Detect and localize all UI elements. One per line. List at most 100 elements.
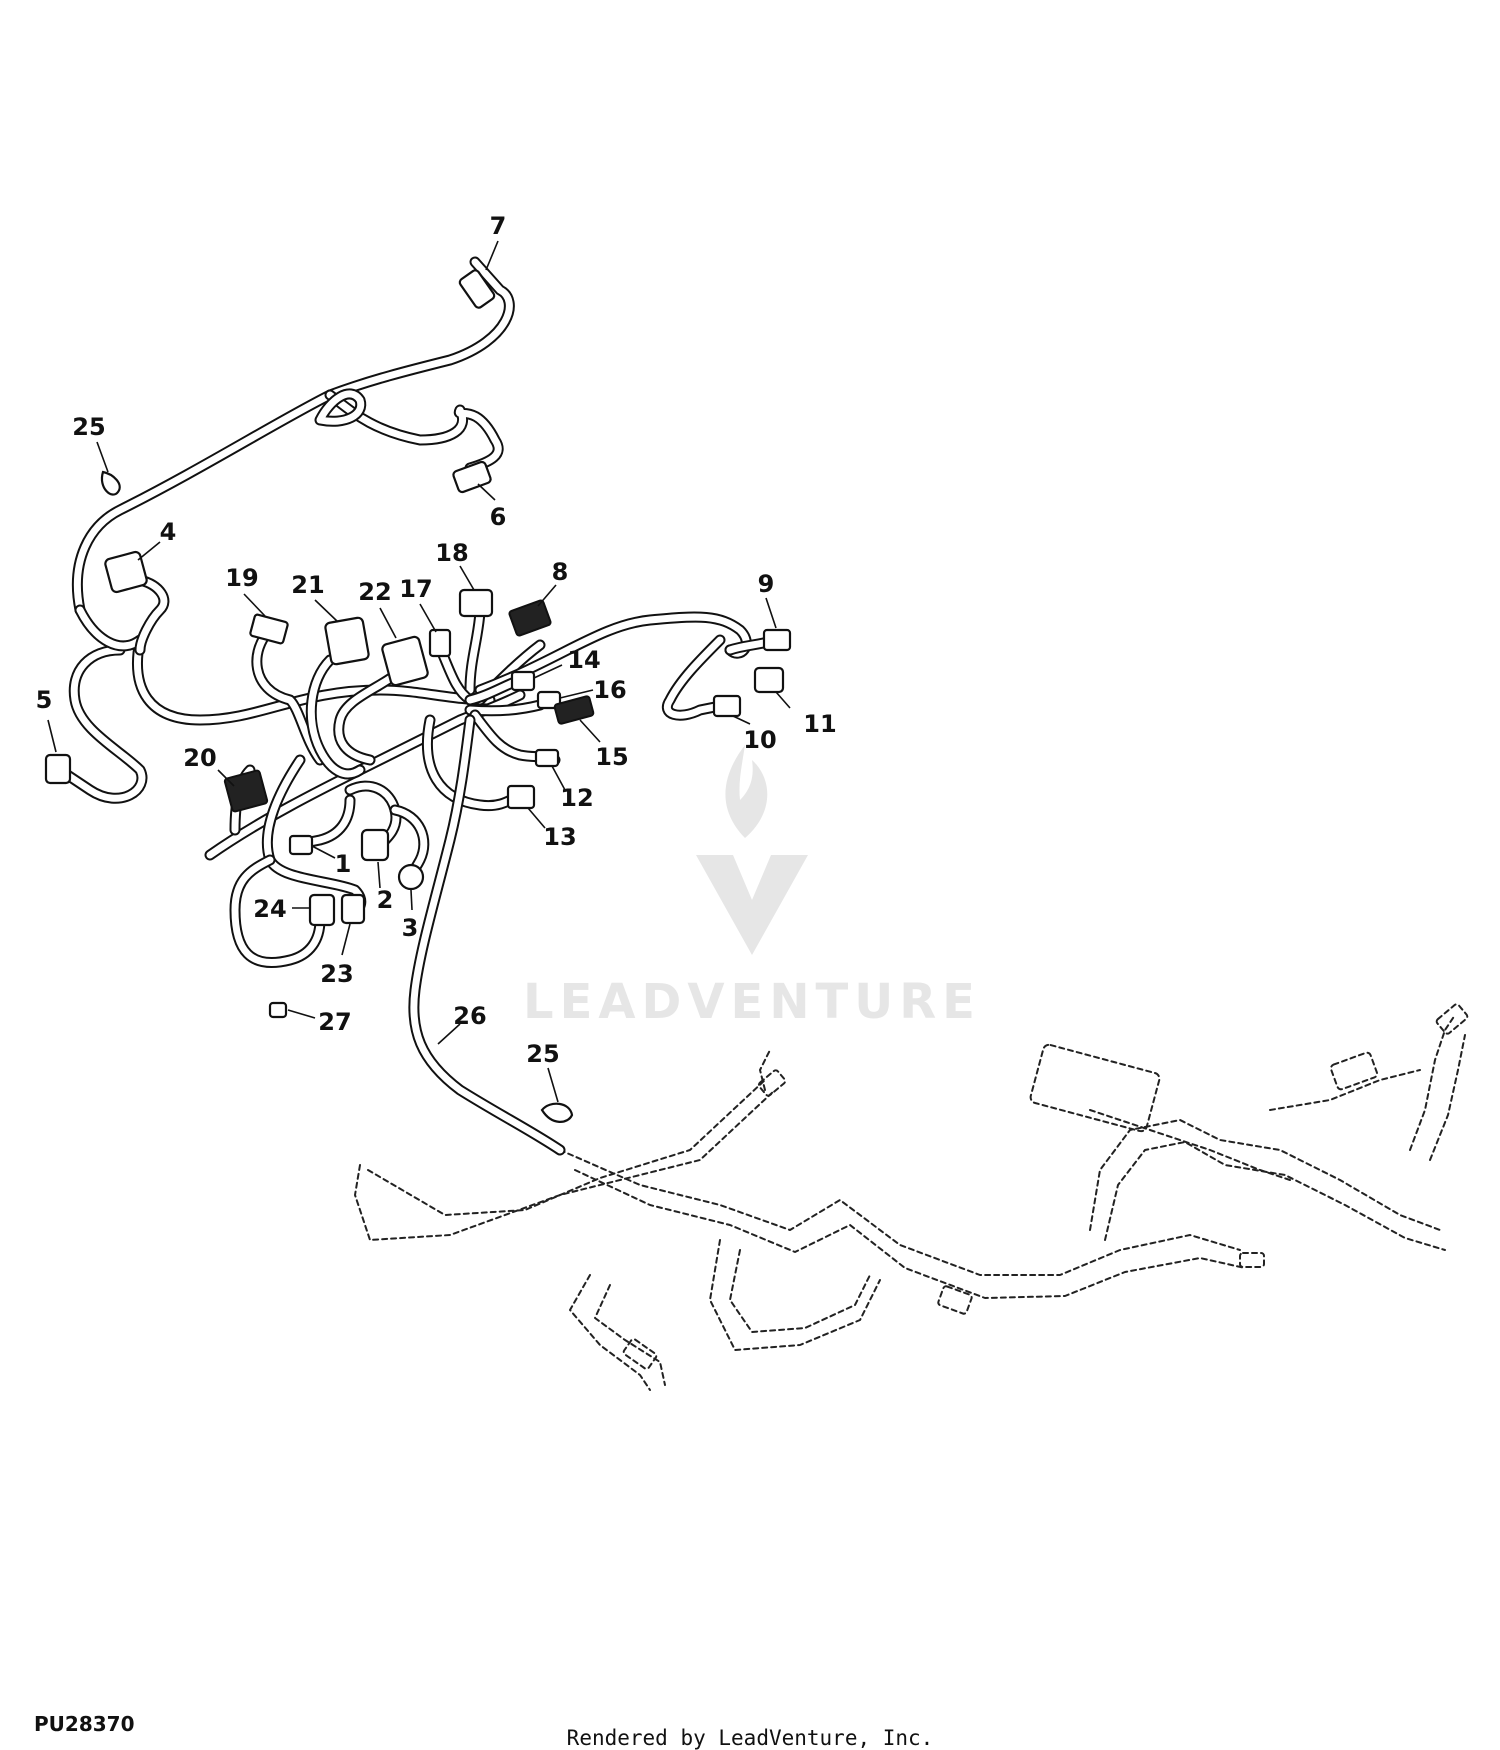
connector-7 [458, 269, 496, 309]
phantom-module-connector [1029, 1043, 1161, 1133]
connector-15 [553, 695, 595, 725]
connector-11 [753, 666, 785, 694]
leader-5 [47, 719, 57, 753]
leader-lines [47, 240, 791, 1103]
leader-6 [477, 483, 496, 501]
leader-21 [314, 599, 339, 623]
wire-branch-24-core [231, 856, 324, 967]
wire-branch-6-core [326, 391, 502, 472]
leader-4 [137, 541, 161, 561]
phantom-connector-d [937, 1285, 973, 1315]
leader-14 [533, 664, 563, 679]
connector-13 [506, 784, 536, 810]
connector-9 [762, 628, 792, 652]
connector-5 [44, 753, 72, 785]
callout-20: 20 [183, 744, 216, 772]
leader-19 [243, 593, 266, 617]
callout-2: 2 [377, 886, 394, 914]
wire-branch-10-core [664, 636, 729, 719]
callout-18: 18 [435, 539, 468, 567]
connector-1 [288, 834, 314, 856]
wire-branch-21-core [307, 656, 364, 778]
callout-25-upper: 25 [72, 413, 105, 441]
watermark-text: LEADVENTURE [523, 974, 981, 1030]
callout-21: 21 [291, 571, 324, 599]
wire-trunk-26-core [410, 716, 564, 1154]
connector-14 [510, 670, 536, 692]
callout-10: 10 [743, 726, 776, 754]
phantom-cable-lower [569, 1274, 651, 1391]
phantom-cable-main-2 [574, 1169, 1246, 1299]
callout-25-lower: 25 [526, 1040, 559, 1068]
phantom-cable-far-right [1269, 1069, 1421, 1111]
phantom-cable-branch [1089, 1109, 1291, 1181]
phantom-cable-drop [709, 1239, 881, 1351]
phantom-cable-lower-2 [594, 1284, 666, 1386]
callout-12: 12 [560, 784, 593, 812]
v-logo-icon [696, 855, 808, 955]
leader-3 [410, 889, 413, 911]
callout-16: 16 [593, 676, 626, 704]
leader-25a [96, 441, 109, 473]
wire-branch-22-core [335, 671, 399, 764]
connector-22 [381, 635, 429, 687]
connector-10 [712, 694, 742, 718]
callout-8: 8 [552, 558, 569, 586]
phantom-cable-upright [1409, 1014, 1456, 1151]
callout-4: 4 [160, 518, 177, 546]
leader-7 [485, 240, 499, 271]
leader-27 [287, 1009, 316, 1019]
leader-11 [775, 691, 791, 709]
callout-13: 13 [543, 823, 576, 851]
callout-9: 9 [758, 570, 775, 598]
connectors [44, 269, 792, 1123]
wire-left-trunk-core [76, 606, 494, 724]
leader-17 [419, 603, 437, 633]
callout-22: 22 [358, 578, 391, 606]
connector-19 [249, 613, 289, 645]
leader-10 [732, 715, 751, 725]
connector-17 [428, 628, 452, 658]
callout-6: 6 [490, 503, 507, 531]
callout-24: 24 [253, 895, 286, 923]
phantom-cable-top [759, 1049, 771, 1091]
callout-19: 19 [225, 564, 258, 592]
connector-24 [308, 893, 336, 927]
leader-22 [379, 607, 397, 639]
leader-18 [459, 565, 475, 591]
connector-21 [324, 616, 370, 666]
callout-15: 15 [595, 743, 628, 771]
callout-14: 14 [567, 646, 600, 674]
leader-8 [537, 584, 557, 607]
connector-3 [397, 863, 425, 891]
clip-25-upper [100, 470, 121, 496]
phantom-harness [354, 1003, 1469, 1391]
connector-16 [536, 690, 562, 710]
leader-1 [311, 845, 336, 859]
phantom-cable-left-2 [367, 1079, 766, 1216]
leader-25b [547, 1067, 559, 1103]
phantom-cable-main [559, 1149, 1241, 1276]
callout-1: 1 [335, 850, 352, 878]
connector-4 [104, 550, 148, 594]
connector-2 [360, 828, 390, 862]
wire-branch-7-core [73, 258, 513, 614]
fastener-27 [268, 1001, 288, 1019]
leader-2 [377, 861, 381, 889]
wire-branch-1-core [291, 796, 354, 849]
clip-25-lower [540, 1102, 574, 1123]
callout-27: 27 [318, 1008, 351, 1036]
wire-connector-4-core [136, 576, 168, 654]
connector-8 [508, 599, 552, 637]
leadventure-watermark: LEADVENTURE [523, 745, 981, 1030]
leader-9 [765, 597, 777, 629]
leader-26 [437, 1023, 461, 1045]
wire-loop-6-core [316, 390, 365, 425]
phantom-cable-right-2 [1104, 1141, 1446, 1251]
phantom-connector-f [1239, 1252, 1265, 1268]
connector-23 [340, 893, 366, 925]
phantom-connector-a [1329, 1051, 1379, 1091]
phantom-cable-upright-2 [1429, 1034, 1466, 1161]
leader-13 [527, 807, 546, 829]
